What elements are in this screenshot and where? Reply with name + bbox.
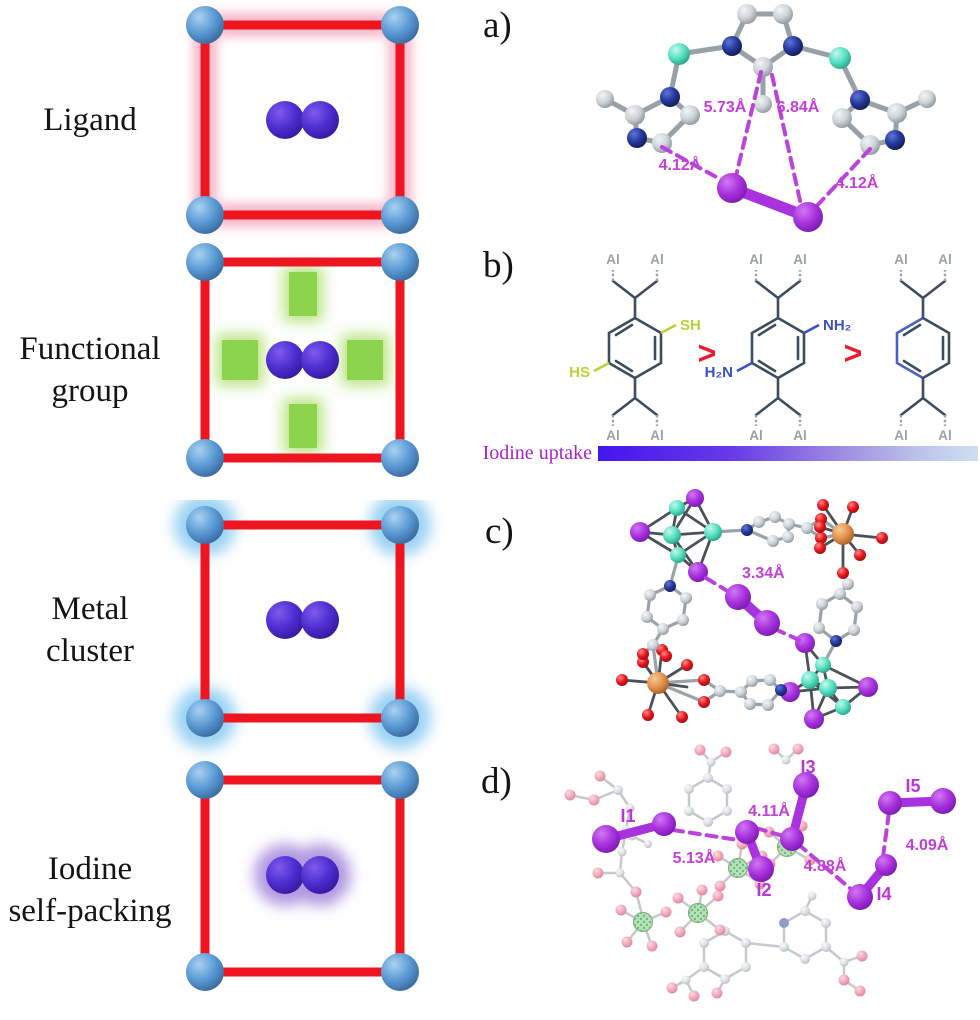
uptake-gradient-bar bbox=[598, 446, 978, 461]
al-label: Al bbox=[793, 252, 807, 267]
iodine-uptake-scale: Iodine uptake bbox=[483, 442, 978, 464]
iodine-label-i2: I2 bbox=[756, 880, 771, 900]
metal-node-spheres bbox=[186, 761, 419, 991]
row-ligand: Ligand bbox=[0, 0, 480, 240]
al-label: Al bbox=[749, 252, 763, 267]
row-metal-cluster: Metal cluster bbox=[0, 500, 480, 760]
al-label: Al bbox=[894, 252, 908, 267]
distance-label-i3-i4: 4.88Å bbox=[804, 856, 847, 875]
row-label-line: Ligand bbox=[43, 101, 137, 138]
panel-c-structure: 3.34Å bbox=[616, 489, 888, 729]
iodine-dumbbell bbox=[266, 341, 339, 379]
row-label-line: group bbox=[51, 373, 129, 409]
iodine-dumbbells bbox=[592, 772, 956, 910]
al-label: Al bbox=[938, 428, 952, 443]
macrocycle-atoms bbox=[616, 489, 888, 729]
iodine-dumbbell bbox=[266, 101, 339, 139]
distance-label-i2-i3: 4.11Å bbox=[748, 801, 790, 820]
panel-b-comparison: Al Al Al Al SH HS > Al Al Al Al NH₂ H₂N … bbox=[483, 252, 978, 464]
row-label-line: self-packing bbox=[8, 893, 172, 929]
metal-node-spheres bbox=[186, 506, 419, 737]
row-label-metal-cluster: Metal cluster bbox=[0, 500, 180, 760]
row-label-functional-group: Functional group bbox=[0, 240, 180, 500]
iodine-dumbbell bbox=[725, 584, 780, 636]
iodine-contact-dashes bbox=[660, 70, 872, 212]
iodine-self-packing-schematic bbox=[186, 761, 419, 991]
amine-top-label: NH₂ bbox=[823, 317, 851, 334]
panel-a-structure: 5.73Å 6.84Å 4.12Å 4.12Å bbox=[596, 4, 936, 232]
molecule-amine: Al Al Al Al NH₂ H₂N bbox=[705, 252, 852, 443]
distance-label-i1-i2: 5.13Å bbox=[673, 848, 716, 867]
al-label: Al bbox=[650, 428, 664, 443]
al-label: Al bbox=[650, 252, 664, 267]
distance-label-right: 4.12Å bbox=[836, 173, 879, 192]
iodine-dumbbell bbox=[266, 601, 339, 639]
iodine-i1 bbox=[592, 812, 676, 853]
al-label: Al bbox=[749, 428, 763, 443]
iodine-label-i1: I1 bbox=[620, 806, 635, 826]
distance-label-left: 4.12Å bbox=[659, 155, 702, 174]
ligand-bonds bbox=[602, 11, 930, 148]
linker-frame bbox=[200, 520, 405, 723]
iodine-contact-dashes bbox=[671, 810, 891, 892]
al-label: Al bbox=[606, 428, 620, 443]
al-label: Al bbox=[894, 428, 908, 443]
al-label: Al bbox=[793, 428, 807, 443]
ligand-schematic bbox=[186, 6, 419, 234]
row-label-line: Metal bbox=[51, 590, 129, 627]
iodine-dumbbell bbox=[266, 856, 339, 894]
distance-label: 3.34Å bbox=[742, 563, 785, 582]
row-label-line: Iodine bbox=[47, 850, 133, 887]
iodine-contact-dashes bbox=[704, 576, 801, 642]
linker-frame bbox=[200, 20, 405, 220]
row-label-line: Functional bbox=[19, 330, 161, 367]
iodine-label-i3: I3 bbox=[800, 757, 815, 777]
iodine-i2 bbox=[735, 820, 774, 882]
panel-d-structure: I1 I2 I3 I4 I5 5.13Å 4.11Å 4.88Å 4.09Å bbox=[564, 743, 956, 1002]
al-label: Al bbox=[606, 252, 620, 267]
panel-c-tag: c) bbox=[485, 511, 514, 552]
thiol-top-label: SH bbox=[680, 317, 701, 334]
carbon-atoms bbox=[613, 755, 849, 985]
distance-label-center-left: 5.73Å bbox=[704, 97, 747, 116]
thiol-bottom-label: HS bbox=[569, 364, 590, 381]
row-label-line: cluster bbox=[46, 633, 134, 669]
row-functional-group: Functional group bbox=[0, 240, 480, 500]
iodine-i3 bbox=[780, 772, 819, 851]
distance-label-i4-i5: 4.09Å bbox=[906, 835, 949, 854]
iodine-i5 bbox=[878, 788, 956, 815]
functional-group-rects bbox=[222, 272, 383, 448]
iodine-i4 bbox=[847, 854, 897, 910]
row-label-ligand: Ligand bbox=[0, 0, 180, 240]
al-label: Al bbox=[938, 252, 952, 267]
metal-cluster-schematic bbox=[174, 500, 431, 749]
distance-label-center-right: 6.84Å bbox=[777, 97, 820, 116]
linker-frame bbox=[200, 257, 405, 463]
panel-a-tag: a) bbox=[483, 5, 512, 46]
metal-node-spheres bbox=[186, 6, 419, 234]
panel-d-tag: d) bbox=[481, 761, 512, 802]
row-iodine-self-packing: Iodine self-packing bbox=[0, 760, 480, 1020]
functional-group-schematic bbox=[186, 243, 419, 477]
linker-frame bbox=[200, 775, 405, 977]
iodine-dumbbell bbox=[717, 173, 823, 232]
greater-than-1: > bbox=[698, 335, 717, 371]
metal-node-spheres bbox=[186, 243, 419, 477]
molecule-thiol: Al Al Al Al SH HS bbox=[569, 252, 701, 443]
ligand-atoms bbox=[596, 4, 936, 155]
molecule-plain: Al Al Al Al bbox=[894, 252, 952, 443]
panel-b-tag: b) bbox=[483, 245, 514, 286]
row-label-iodine-self-packing: Iodine self-packing bbox=[0, 760, 180, 1020]
greater-than-2: > bbox=[844, 335, 863, 371]
iodine-label-i5: I5 bbox=[905, 776, 920, 796]
iodine-label-i4: I4 bbox=[876, 884, 891, 904]
uptake-label: Iodine uptake bbox=[483, 442, 593, 464]
amine-bottom-label: H₂N bbox=[705, 364, 733, 381]
